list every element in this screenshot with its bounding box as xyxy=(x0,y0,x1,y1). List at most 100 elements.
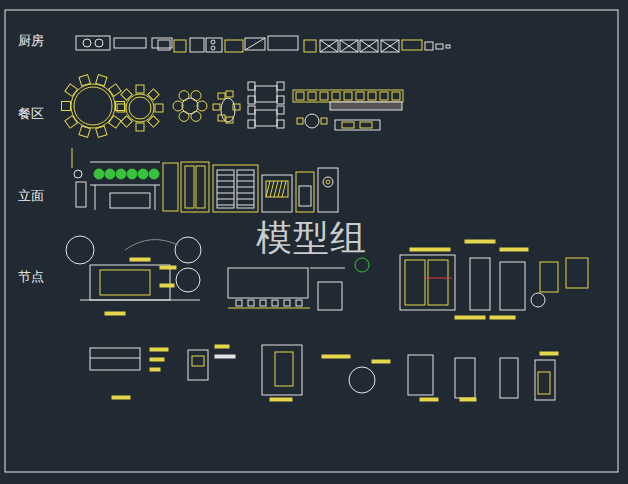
cad-line xyxy=(277,120,284,128)
cad-curve xyxy=(125,240,178,250)
cad-line xyxy=(130,258,150,261)
cad-line xyxy=(236,300,242,306)
cad-line xyxy=(270,398,292,401)
cad-line xyxy=(296,92,304,100)
cad-line xyxy=(410,248,450,251)
watermark: 模型组 xyxy=(256,218,367,258)
cad-line xyxy=(255,110,277,126)
chair xyxy=(79,75,90,86)
cad-line xyxy=(248,96,255,104)
cad-circle xyxy=(176,268,200,292)
cad-line xyxy=(538,372,550,394)
cad-circle xyxy=(149,169,159,179)
chair xyxy=(148,116,159,127)
chair xyxy=(136,85,144,93)
cad-line xyxy=(278,181,282,197)
chair xyxy=(62,102,71,111)
cad-line xyxy=(196,166,205,208)
cad-line xyxy=(392,92,400,100)
cad-line xyxy=(206,38,222,52)
cad-line xyxy=(90,185,160,186)
cad-circle xyxy=(349,367,375,393)
cad-line xyxy=(566,258,588,288)
cad-line xyxy=(90,162,160,163)
cad-line xyxy=(185,166,194,208)
chair xyxy=(109,116,122,129)
cad-circle xyxy=(95,39,103,47)
cad-line xyxy=(114,38,146,48)
cad-line xyxy=(470,258,490,310)
cad-circle xyxy=(305,114,319,128)
cad-line xyxy=(218,93,225,99)
elevation-blocks xyxy=(72,148,338,212)
cad-line xyxy=(217,170,234,208)
cad-line xyxy=(76,36,110,50)
section-label: 节点 xyxy=(18,269,44,285)
cad-line xyxy=(248,82,255,90)
cad-line xyxy=(318,282,342,310)
cad-circle xyxy=(326,180,330,184)
cad-line xyxy=(402,40,422,50)
cad-line xyxy=(217,175,234,176)
cad-circle xyxy=(531,293,545,307)
cad-line xyxy=(217,181,234,182)
cad-line xyxy=(217,193,234,194)
cad-line xyxy=(237,205,254,206)
cad-line xyxy=(72,148,73,168)
cad-circle xyxy=(191,111,201,121)
cad-line xyxy=(381,40,399,52)
cad-circle xyxy=(71,84,115,128)
cad-line xyxy=(304,40,316,52)
detail-blocks xyxy=(66,236,588,401)
cad-line xyxy=(150,358,164,361)
cad-circle xyxy=(138,169,148,179)
kitchen-blocks xyxy=(76,36,450,52)
cad-line xyxy=(310,268,345,269)
chair xyxy=(109,84,122,97)
cad-line xyxy=(356,92,364,100)
cad-line xyxy=(340,40,358,52)
cad-line xyxy=(181,162,209,212)
cad-line xyxy=(342,122,354,128)
cad-line xyxy=(213,165,258,212)
cad-line xyxy=(248,106,255,114)
cad-line xyxy=(188,350,208,380)
cad-line xyxy=(105,312,125,315)
cad-line xyxy=(372,360,390,363)
cad-line xyxy=(225,40,243,52)
cad-line xyxy=(255,86,277,102)
cad-line xyxy=(284,300,290,306)
section-label: 立面 xyxy=(18,188,44,204)
cad-line xyxy=(335,120,380,130)
cad-line xyxy=(150,368,160,371)
cad-line xyxy=(110,193,150,208)
cad-line xyxy=(233,104,240,110)
chair xyxy=(96,126,107,137)
cad-line xyxy=(340,40,358,52)
cad-line xyxy=(190,38,204,52)
cad-line xyxy=(226,91,233,97)
cad-line xyxy=(368,92,376,100)
cad-line xyxy=(330,102,402,110)
cad-line xyxy=(428,260,448,305)
cad-circle xyxy=(66,236,94,264)
cad-line xyxy=(360,40,378,52)
cad-line xyxy=(237,181,254,182)
cad-line xyxy=(218,115,225,121)
cad-line xyxy=(540,352,558,355)
cad-line xyxy=(215,345,229,348)
cad-line xyxy=(500,262,525,310)
cad-line xyxy=(262,345,302,395)
chair xyxy=(79,126,90,137)
cad-line xyxy=(465,240,495,243)
cad-line xyxy=(95,185,96,210)
cad-line xyxy=(400,255,455,310)
section-label: 厨房 xyxy=(18,33,44,49)
cad-line xyxy=(90,358,140,359)
cad-line xyxy=(318,168,338,212)
cad-line xyxy=(425,278,452,279)
cad-line xyxy=(245,38,265,50)
cad-line xyxy=(76,182,86,207)
cad-line xyxy=(360,40,378,52)
